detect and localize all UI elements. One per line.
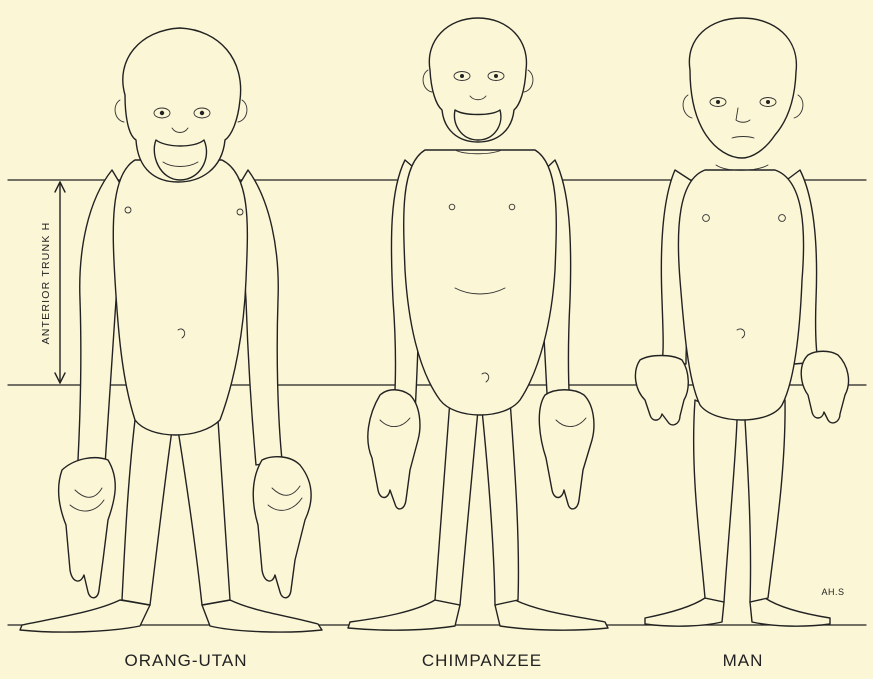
anterior-trunk-height-label: ANTERIOR TRUNK H [40, 222, 52, 345]
orang-utan-caption: ORANG-UTAN [124, 651, 247, 671]
man-figure [635, 18, 848, 626]
chimpanzee-figure [348, 18, 608, 630]
chimpanzee-caption: CHIMPANZEE [422, 651, 542, 671]
man-caption: MAN [723, 651, 764, 671]
artist-signature: AH.S [821, 587, 844, 597]
trunk-height-arrow [55, 182, 65, 383]
orang-utan-figure [20, 28, 322, 632]
